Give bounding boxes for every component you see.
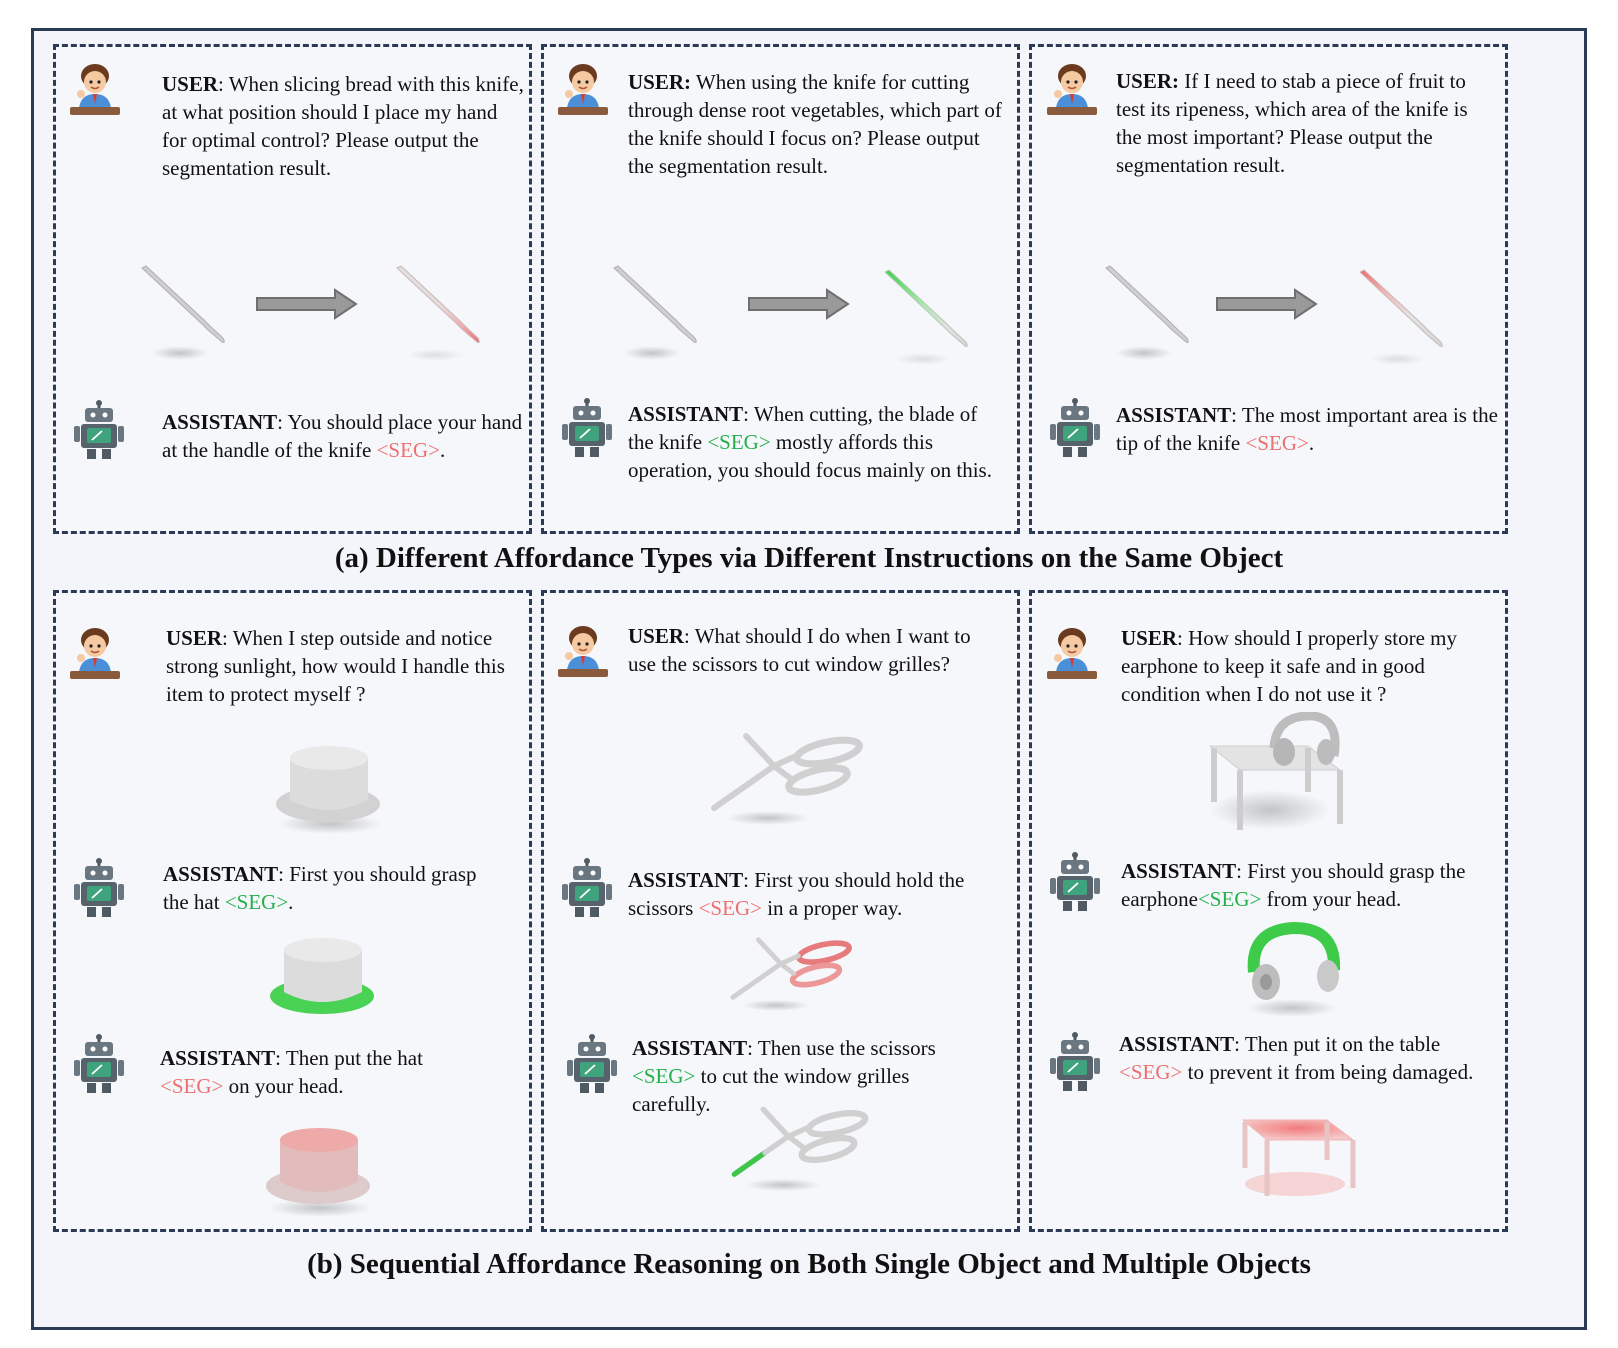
robot-icon	[560, 858, 614, 920]
user-text-b2: USER: What should I do when I want to us…	[628, 624, 971, 676]
assistant-step2-b1: ASSISTANT: Then put the hat <SEG> on you…	[160, 1046, 423, 1098]
user-avatar-icon	[1045, 624, 1099, 682]
assistant-step2-b2: ASSISTANT: Then use the scissors <SEG> t…	[632, 1036, 936, 1116]
user-avatar-icon	[68, 624, 122, 682]
robot-icon	[560, 398, 614, 460]
assistant-step1-b3: ASSISTANT: First you should grasp the ea…	[1121, 859, 1466, 911]
knife-segmented-a3	[1359, 269, 1443, 365]
assistant-step1-b1: ASSISTANT: First you should grasp the ha…	[163, 862, 477, 914]
user-text-b1: USER: When I step outside and notice str…	[166, 626, 505, 706]
table-segmented	[1241, 1119, 1356, 1196]
user-avatar-icon	[68, 60, 122, 118]
caption-b: (b) Sequential Affordance Reasoning on B…	[307, 1248, 1311, 1280]
user-avatar-icon	[556, 622, 610, 680]
user-text-a1: USER: When slicing bread with this knife…	[162, 72, 524, 180]
scissors-segmented-blade	[731, 1106, 869, 1192]
robot-icon	[72, 400, 126, 462]
knife-original-a2	[613, 265, 697, 360]
panel-a3	[1029, 44, 1508, 534]
robot-icon	[1048, 398, 1102, 460]
panel-a1	[53, 44, 532, 534]
knife-original-a1	[141, 265, 225, 360]
hat-segmented-top	[266, 1128, 372, 1217]
user-text-b3: USER: How should I properly store my ear…	[1121, 626, 1457, 706]
robot-icon	[72, 1034, 126, 1096]
hat-original	[276, 746, 382, 834]
assistant-text-a1: ASSISTANT: You should place your hand at…	[162, 410, 523, 462]
assistant-text-a2: ASSISTANT: When cutting, the blade of th…	[628, 402, 992, 482]
knife-segmented-a2	[884, 269, 968, 365]
assistant-text-a3: ASSISTANT: The most important area is th…	[1116, 403, 1498, 455]
assistant-step1-b2: ASSISTANT: First you should hold the sci…	[628, 868, 965, 920]
arrow-icon	[747, 287, 851, 321]
user-text-a3: USER: If I need to stab a piece of fruit…	[1116, 69, 1468, 177]
earphone-segmented	[1246, 921, 1341, 1017]
knife-segmented-a1	[396, 265, 480, 361]
hat-segmented-brim	[270, 938, 374, 1014]
robot-icon	[1048, 1032, 1102, 1094]
panel-a2	[541, 44, 1020, 534]
robot-icon	[72, 858, 126, 920]
table-and-earphone	[1208, 712, 1343, 830]
caption-a: (a) Different Affordance Types via Diffe…	[334, 542, 1284, 574]
user-avatar-icon	[1045, 60, 1099, 118]
assistant-step2-b3: ASSISTANT: Then put it on the table <SEG…	[1119, 1032, 1474, 1084]
arrow-icon	[1215, 287, 1319, 321]
panel-b3	[1029, 590, 1508, 1232]
knife-original-a3	[1105, 265, 1189, 360]
panel-b1	[53, 590, 532, 1232]
scissors-segmented-handle	[730, 937, 852, 1011]
scissors-original	[711, 733, 863, 825]
arrow-icon	[255, 287, 359, 321]
robot-icon	[1048, 852, 1102, 914]
robot-icon	[565, 1034, 619, 1096]
user-avatar-icon	[556, 60, 610, 118]
user-text-a2: USER: When using the knife for cutting t…	[628, 70, 1002, 178]
